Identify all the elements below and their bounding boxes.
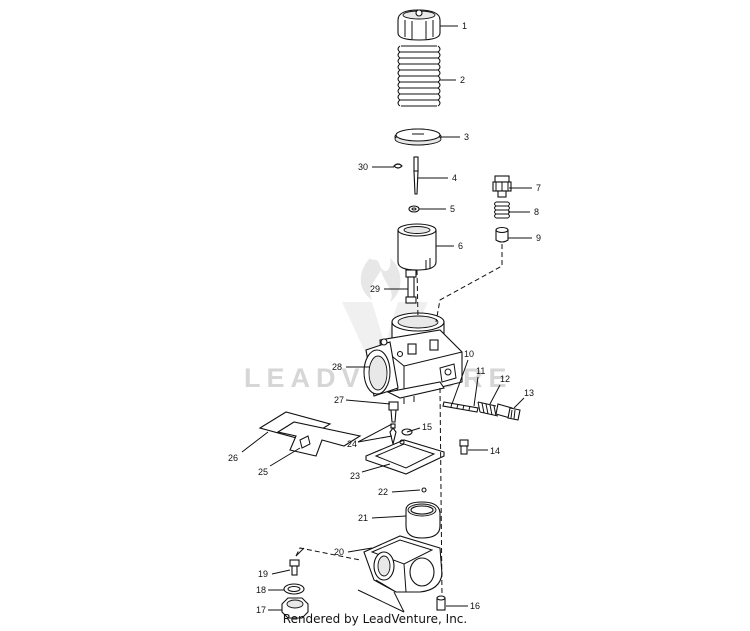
callout-29: 29 — [370, 284, 380, 294]
callout-15: 15 — [422, 422, 432, 432]
callout-12: 12 — [500, 374, 510, 384]
part-small-spring — [494, 201, 510, 219]
callout-25: 25 — [258, 467, 268, 477]
callout-4: 4 — [452, 173, 457, 183]
callout-19: 19 — [258, 569, 268, 579]
callout-18: 18 — [256, 585, 266, 595]
part-bowl-bolt — [436, 595, 446, 611]
callout-1: 1 — [462, 21, 467, 31]
part-needle-jet — [405, 269, 417, 304]
callout-26: 26 — [228, 453, 238, 463]
assembly-line-bowl-bolt — [439, 387, 443, 597]
callout-9: 9 — [536, 233, 541, 243]
part-clip — [393, 163, 403, 169]
part-throttle-bracket — [258, 411, 362, 457]
part-washer — [408, 205, 420, 213]
part-carburetor-body — [363, 312, 463, 404]
part-main-jet — [388, 401, 399, 423]
leader-lines — [241, 25, 532, 613]
footer-credit: Rendered by LeadVenture, Inc. — [282, 612, 468, 626]
assembly-line-slide — [416, 269, 419, 319]
part-drain-nut — [281, 597, 309, 619]
callout-22: 22 — [378, 487, 388, 497]
callout-16: 16 — [470, 601, 480, 611]
callout-6: 6 — [458, 241, 463, 251]
callout-11: 11 — [476, 366, 485, 376]
callout-20: 20 — [334, 547, 344, 557]
part-small-screw — [289, 559, 300, 576]
callout-21: 21 — [358, 513, 368, 523]
part-float-valve — [389, 423, 397, 445]
callout-labels: 1 2 3 30 4 5 7 8 9 6 29 10 11 12 13 28 2… — [228, 21, 541, 615]
part-o-ring — [283, 583, 305, 595]
part-pilot-spring — [477, 401, 499, 417]
part-float-bowl-gasket — [365, 439, 445, 475]
part-pilot-screw — [442, 401, 479, 413]
callout-5: 5 — [450, 204, 455, 214]
callout-17: 17 — [256, 605, 266, 615]
part-needle — [413, 156, 419, 195]
callout-10: 10 — [464, 349, 474, 359]
callout-3: 3 — [464, 132, 469, 142]
part-idle-screw — [495, 403, 521, 421]
callout-24: 24 — [347, 439, 357, 449]
part-drain-plug — [459, 439, 469, 455]
callout-7: 7 — [536, 183, 541, 193]
callout-23: 23 — [350, 471, 360, 481]
callout-13: 13 — [524, 388, 534, 398]
part-throttle-slide — [397, 223, 437, 271]
part-spring — [397, 45, 441, 107]
part-float-bowl — [363, 535, 443, 593]
part-float — [405, 501, 441, 539]
assembly-line-adjuster — [435, 244, 503, 323]
assembly-line-drain — [295, 547, 361, 561]
callout-28: 28 — [332, 362, 342, 372]
callout-2: 2 — [460, 75, 465, 85]
part-plunger — [495, 226, 509, 243]
part-float-pin — [421, 487, 427, 493]
part-retainer-plate — [394, 128, 442, 146]
callout-27: 27 — [334, 395, 344, 405]
callout-30: 30 — [358, 162, 368, 172]
part-adjuster-screw — [492, 175, 512, 198]
callout-14: 14 — [490, 446, 500, 456]
callout-8: 8 — [534, 207, 539, 217]
part-cap — [397, 9, 441, 41]
